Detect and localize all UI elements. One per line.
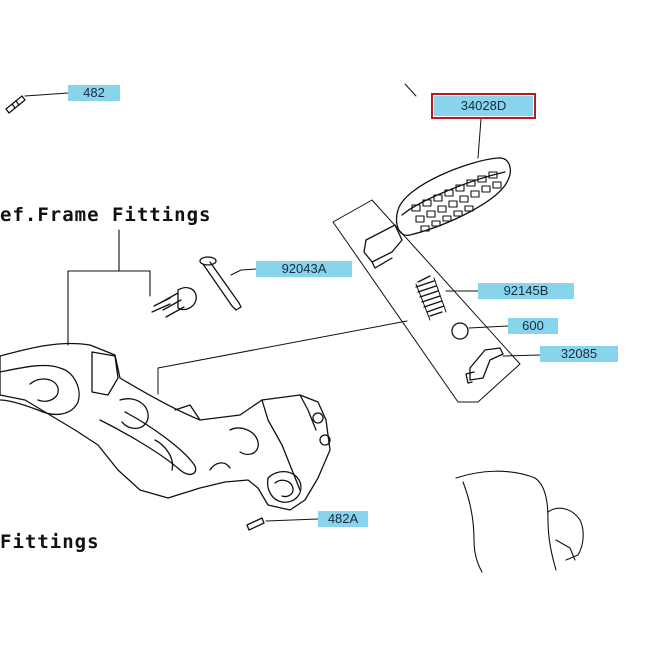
assembly-leader-line	[157, 320, 408, 395]
part-label-92145b[interactable]: 92145B	[478, 283, 574, 299]
plate-drawing	[465, 347, 541, 384]
assembly-group-outline	[332, 199, 521, 403]
part-label-600[interactable]: 600	[508, 318, 558, 334]
ball-drawing	[451, 322, 509, 340]
part-label-34028d[interactable]: 34028D	[431, 93, 536, 119]
spring-drawing	[415, 275, 479, 321]
part-label-482[interactable]: 482	[68, 85, 120, 101]
step-bracket-drawing	[0, 342, 331, 511]
ref-frame-fittings-bottom: Fittings	[0, 531, 100, 553]
part-label-482a[interactable]: 482A	[318, 511, 368, 527]
right-ghost-bracket	[455, 470, 584, 573]
part-label-32085[interactable]: 32085	[540, 346, 618, 362]
ref-frame-fittings-top: ef.Frame Fittings	[0, 204, 212, 226]
frame-bolt-drawing	[151, 286, 197, 318]
leader-34028d	[404, 83, 482, 159]
footpeg-rubber-drawing	[363, 157, 511, 269]
pin-drawing	[199, 256, 257, 311]
part-label-92043a[interactable]: 92043A	[256, 261, 352, 277]
bolt-482a-drawing	[246, 517, 319, 531]
bolt-482-drawing	[5, 92, 69, 114]
ref-fittings-bracket	[67, 229, 151, 346]
